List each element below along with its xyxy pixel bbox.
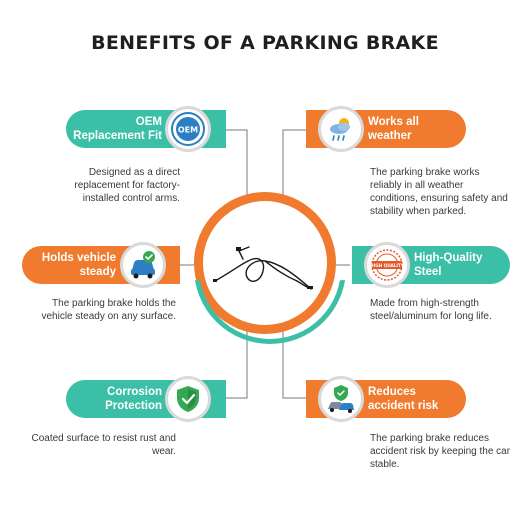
benefit-steel-description: Made from high-strength steel/aluminum f… bbox=[370, 298, 492, 322]
benefit-weather-label-line1: Works all bbox=[368, 116, 419, 128]
benefit-accident-description: The parking brake reduces accident risk … bbox=[370, 433, 511, 470]
weather-icon bbox=[330, 118, 350, 141]
benefit-steel-label-line2: Steel bbox=[414, 266, 442, 278]
benefit-steady-label-line2: steady bbox=[79, 266, 116, 278]
benefit-weather-label-line2: weather bbox=[368, 130, 412, 142]
oem-seal-text: OEM bbox=[178, 126, 198, 135]
benefit-corrosion-label-line2: Protection bbox=[105, 400, 162, 412]
benefit-oem-fit-label-line1: OEM bbox=[135, 116, 162, 128]
weather-badge bbox=[318, 106, 364, 152]
benefit-corrosion-description: Coated surface to resist rust and wear. bbox=[31, 433, 176, 457]
shield-check-badge bbox=[165, 376, 211, 422]
accident-shield-badge bbox=[318, 376, 364, 422]
oem-seal-icon: OEM bbox=[171, 112, 205, 146]
benefit-steady-description: The parking brake holds the vehicle stea… bbox=[41, 298, 176, 322]
oem-seal-badge: OEM bbox=[165, 106, 211, 152]
quality-stamp-icon: HIGH QUALITY bbox=[370, 249, 405, 281]
shield-check-icon bbox=[177, 386, 199, 412]
benefit-steady-label-line1: Holds vehicle bbox=[41, 252, 116, 264]
center-product-area bbox=[203, 201, 327, 325]
benefit-accident-label-line1: Reduces bbox=[368, 386, 416, 398]
center-product-ring bbox=[194, 192, 336, 334]
car-check-icon bbox=[131, 251, 155, 279]
benefit-weather-description: The parking brake works reliably in all … bbox=[370, 167, 508, 217]
quality-stamp-badge: HIGH QUALITY bbox=[364, 242, 410, 288]
benefit-corrosion-label-line1: Corrosion bbox=[107, 386, 162, 398]
parking-brake-cable-icon bbox=[213, 246, 313, 290]
benefit-oem-fit-label-line2: Replacement Fit bbox=[73, 130, 162, 142]
benefit-oem-fit-description: Designed as a direct replacement for fac… bbox=[74, 167, 180, 204]
benefit-accident-label-line2: accident risk bbox=[368, 400, 439, 412]
accident-shield-icon bbox=[328, 385, 354, 413]
car-check-badge bbox=[120, 242, 166, 288]
benefit-steel-label-line1: High-Quality bbox=[414, 252, 483, 264]
quality-stamp-text: HIGH QUALITY bbox=[370, 263, 405, 268]
page-title: BENEFITS OF A PARKING BRAKE bbox=[91, 32, 439, 54]
